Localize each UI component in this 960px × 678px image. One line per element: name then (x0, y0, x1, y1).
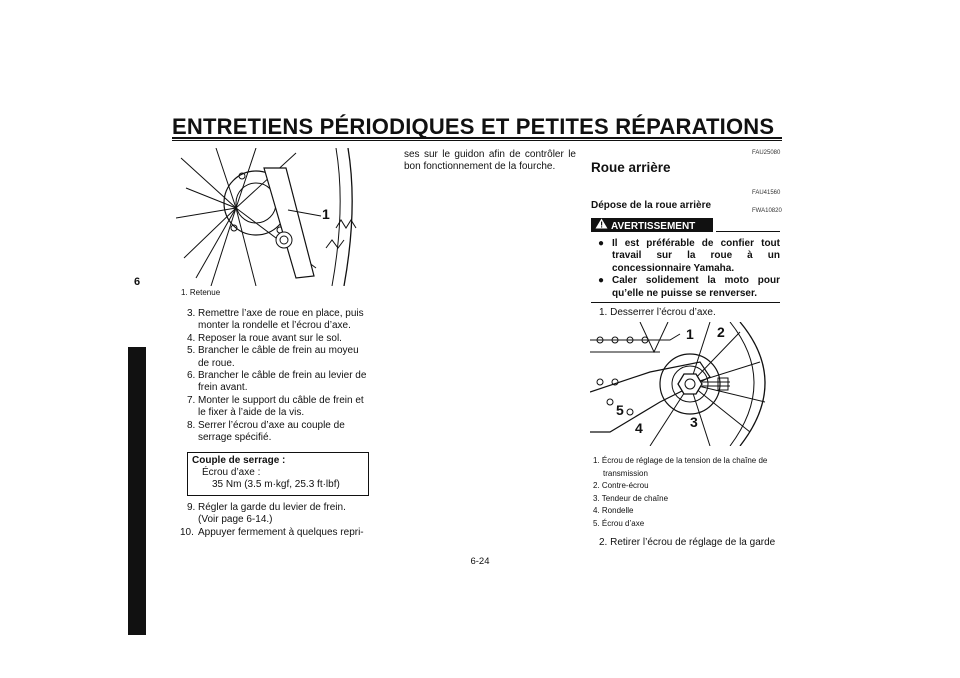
front-wheel-figure: 1 (175, 147, 364, 287)
list-item: 2. Retirer l’écrou de réglage de la gard… (599, 537, 776, 548)
figure-legend: 1. Écrou de réglage de la tension de la … (593, 455, 783, 530)
torque-heading: Couple de serrage : (192, 455, 286, 466)
page-number: 6-24 (470, 556, 490, 567)
ref-code: FAU41560 (752, 190, 781, 196)
figure-legend: 1. Retenue (181, 288, 221, 297)
bullet-icon: ● (598, 275, 605, 287)
rear-wheel-figure: 1 2 3 4 5 (589, 321, 780, 447)
figure-callout-4: 4 (635, 420, 643, 436)
warning-rule (716, 231, 780, 232)
list-item: 3.Remettre l’axe de roue en place, puis … (187, 308, 364, 332)
steps-list-continued: 9.Régler la garde du levier de frein. (V… (180, 502, 368, 539)
legend-item: 4. Rondelle (593, 506, 634, 515)
warning-label: AVERTISSEMENT (611, 221, 696, 232)
list-item: 9.Régler la garde du levier de frein. (V… (187, 502, 346, 526)
figure-callout-1: 1 (322, 206, 330, 222)
section-title: Roue arrière (591, 160, 671, 175)
figure-callout-1: 1 (686, 326, 694, 342)
figure-callout-2: 2 (717, 324, 725, 340)
warning-rule-bottom (591, 302, 780, 303)
warning-badge: AVERTISSEMENT (591, 218, 713, 232)
torque-item: Écrou d’axe : (202, 467, 261, 478)
column-2-text: ses sur le guidon afin de contrôler le b… (404, 149, 576, 173)
legend-item: 5. Écrou d’axe (593, 518, 645, 528)
list-item: 1. Desserrer l’écrou d’axe. (599, 307, 716, 318)
rear-wheel-illustration (589, 321, 766, 447)
warning-icon (595, 218, 608, 234)
legend-item: 2. Contre-écrou (593, 481, 649, 490)
torque-value: 35 Nm (3.5 m·kgf, 25.3 ft·lbf) (212, 479, 340, 490)
list-item: 7.Monter le support du câble de frein et… (187, 394, 364, 419)
legend-item: 1. Écrou de réglage de la tension de la … (593, 456, 768, 478)
list-item: 5.Brancher le câble de frein au moyeu de… (187, 345, 359, 369)
chapter-tab (128, 347, 146, 635)
list-item: 10.Appuyer fermement à quelques repri- (180, 526, 364, 538)
header-rule-thin (172, 140, 782, 141)
header-rule (172, 137, 782, 139)
steps-list: 3.Remettre l’axe de roue en place, puis … (180, 308, 368, 444)
legend-item: 3. Tendeur de chaîne (593, 493, 669, 503)
front-wheel-illustration (175, 147, 357, 287)
list-item: ● Caler solidement la moto pour qu’elle … (598, 275, 780, 299)
figure-callout-3: 3 (690, 414, 698, 430)
list-item: 8.Serrer l’écrou d’axe au couple de serr… (187, 419, 345, 444)
warning-list: ● Il est préférable de confier tout trav… (598, 238, 780, 300)
chapter-number: 6 (133, 276, 141, 288)
torque-box: Couple de serrage : Écrou d’axe : 35 Nm … (187, 452, 369, 496)
ref-code: FWA10820 (752, 208, 782, 214)
ref-code: FAU25080 (752, 150, 781, 156)
list-item: 4.Reposer la roue avant sur le sol. (187, 332, 342, 344)
subsection-title: Dépose de la roue arrière (591, 200, 712, 211)
figure-callout-5: 5 (616, 402, 624, 418)
list-item: ● Il est préférable de confier tout trav… (598, 238, 780, 274)
page-title: ENTRETIENS PÉRIODIQUES ET PETITES RÉPARA… (172, 114, 775, 139)
list-item: 6.Brancher le câble de frein au levier d… (187, 370, 367, 394)
bullet-icon: ● (598, 238, 605, 249)
